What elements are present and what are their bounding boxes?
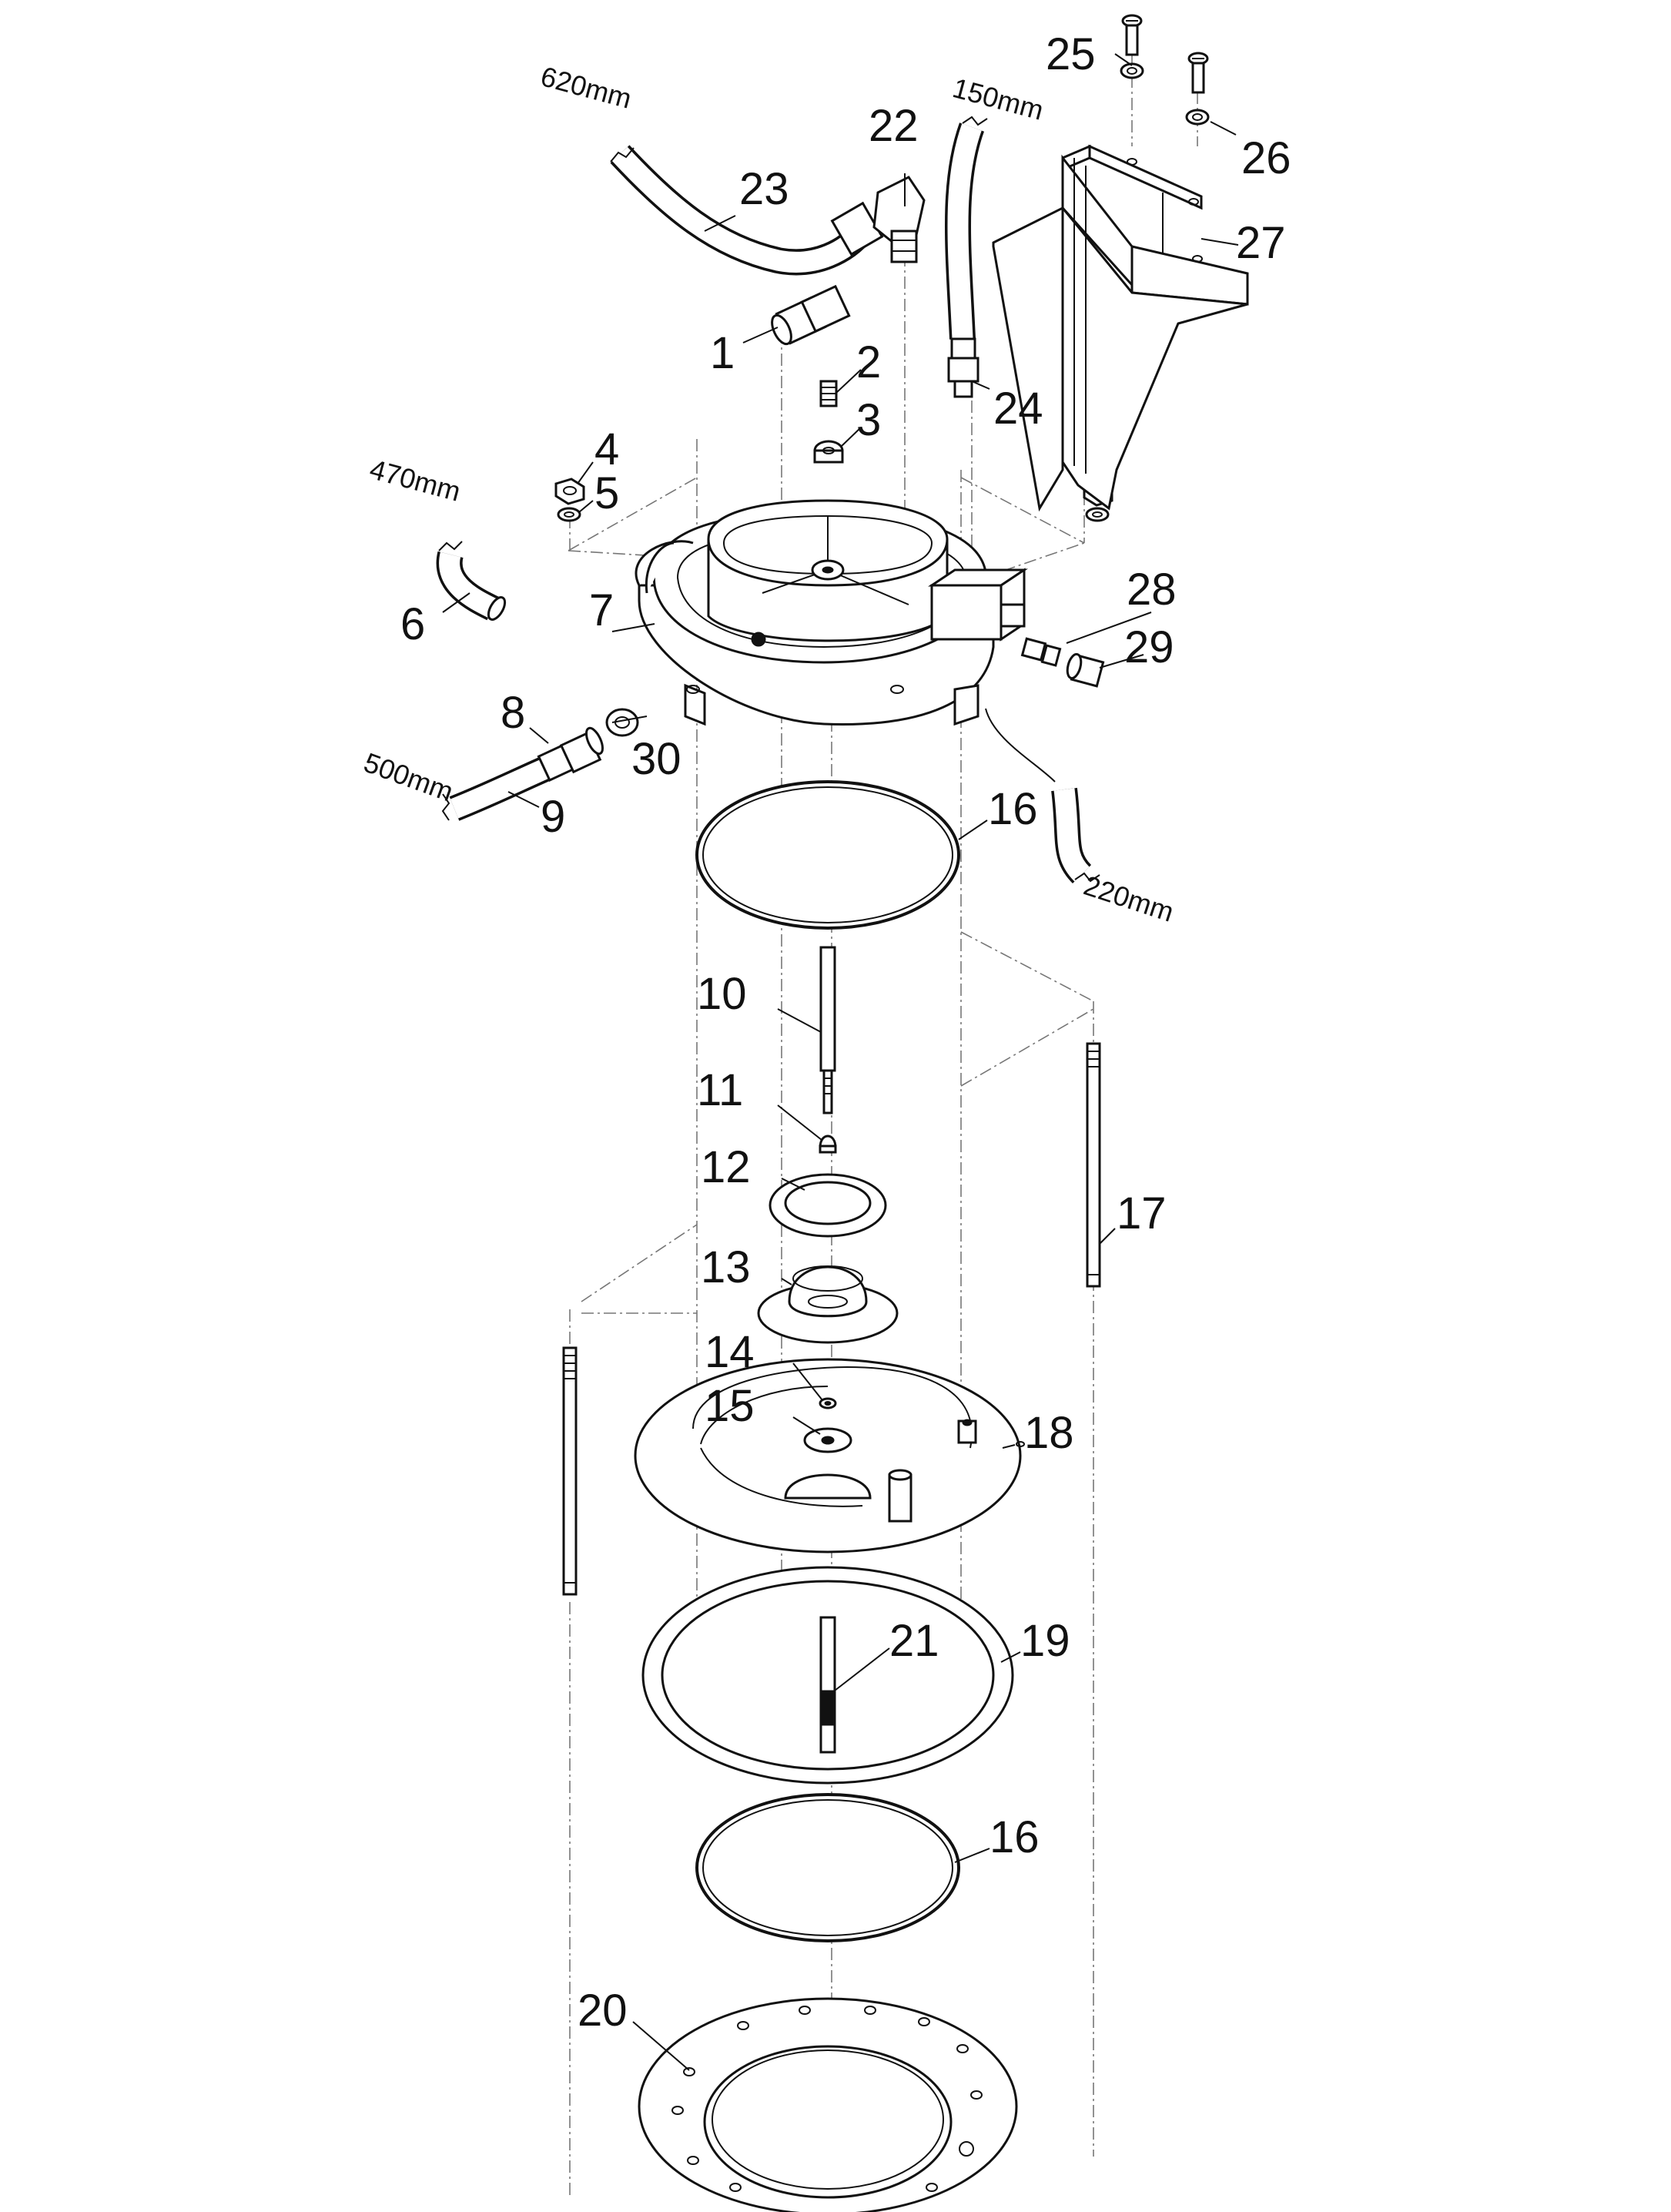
callout-25: 25 [1046, 29, 1096, 79]
callout-29: 29 [1124, 622, 1174, 672]
callout-1: 1 [710, 328, 735, 378]
callout-18: 18 [1024, 1408, 1074, 1458]
bolt-17 [1086, 1042, 1101, 1288]
callout-27: 27 [1236, 218, 1286, 268]
callout-16-upper: 16 [988, 784, 1038, 834]
leader-lines [442, 53, 1239, 2071]
callout-30: 30 [631, 734, 681, 784]
fitting-28 [1020, 637, 1062, 667]
base-plate-18 [634, 1358, 1025, 1553]
bolt-left [562, 1346, 578, 1596]
callout-19: 19 [1020, 1616, 1070, 1666]
callout-13: 13 [701, 1242, 751, 1292]
screw-26 [1185, 52, 1210, 126]
fitting-8 [537, 726, 604, 783]
callout-23: 23 [739, 164, 789, 214]
length-hose-9: 500mm [360, 746, 457, 808]
callout-11: 11 [697, 1065, 743, 1115]
insert-rod-21 [819, 1616, 836, 1754]
callout-24: 24 [993, 384, 1043, 434]
callout-17: 17 [1117, 1188, 1167, 1238]
callout-14: 14 [705, 1327, 755, 1377]
callout-21: 21 [889, 1616, 939, 1666]
hose-9 [441, 754, 556, 821]
callout-3: 3 [856, 395, 881, 445]
hose-24 [944, 116, 988, 398]
hose-6 [436, 541, 507, 621]
nut-3 [813, 440, 844, 464]
callout-9: 9 [541, 792, 565, 842]
callout-20: 20 [578, 1986, 628, 2036]
hose-23 [610, 145, 873, 276]
callout-8: 8 [501, 688, 525, 738]
nut-29 [1066, 652, 1105, 688]
bracket-27 [992, 144, 1249, 512]
callout-labels: 1 2 3 4 5 6 7 8 9 10 11 12 13 14 15 16 1… [400, 29, 1291, 2036]
callout-15: 15 [705, 1381, 755, 1431]
cap-nut-11 [819, 1134, 837, 1154]
callout-7: 7 [589, 585, 614, 635]
length-hose-23: 620mm [537, 60, 635, 115]
nipple-1 [771, 284, 851, 346]
ring-12 [769, 1173, 887, 1238]
elbow-fitting-22 [830, 176, 926, 263]
callout-26: 26 [1241, 133, 1291, 183]
hose-drain [985, 708, 1100, 884]
callout-12: 12 [701, 1142, 751, 1192]
o-ring-16-lower [695, 1793, 960, 1942]
length-hose-24: 150mm [949, 72, 1047, 126]
length-hose-6: 470mm [367, 453, 464, 508]
callout-2: 2 [856, 337, 881, 387]
washer-5-right [1085, 507, 1110, 522]
callout-10: 10 [697, 969, 747, 1019]
length-hose-drain: 220mm [1080, 870, 1178, 928]
washer-5 [557, 507, 581, 522]
callout-16-lower: 16 [990, 1812, 1040, 1862]
o-ring-16-upper [695, 780, 960, 930]
callout-28: 28 [1127, 565, 1177, 615]
callout-4: 4 [594, 424, 619, 474]
set-screw-2 [819, 380, 838, 407]
callout-6: 6 [400, 599, 425, 649]
nut-4 [554, 478, 585, 505]
flange-20 [638, 1997, 1018, 2212]
washer-30 [605, 708, 639, 737]
callout-22: 22 [869, 101, 919, 151]
callout-5: 5 [594, 468, 619, 518]
screw-25 [1120, 14, 1144, 79]
diaphragm-13 [757, 1265, 899, 1344]
housing-7 [635, 499, 1028, 726]
rod-10 [819, 946, 836, 1114]
